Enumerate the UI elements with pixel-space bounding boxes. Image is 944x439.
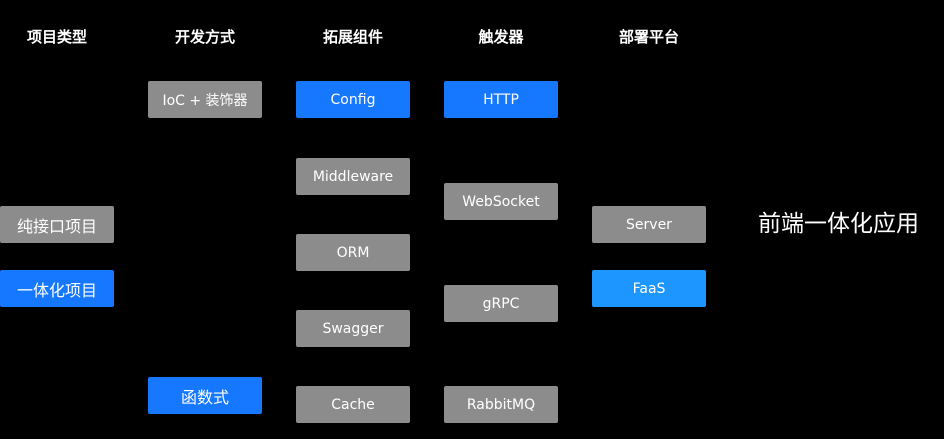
header-dev-style: 开发方式 — [174, 28, 235, 46]
header-extensions: 拓展组件 — [322, 28, 383, 46]
trigger-http: HTTP — [444, 81, 558, 118]
header-project-type: 项目类型 — [26, 28, 87, 46]
platform-faas: FaaS — [592, 270, 706, 307]
dev-style-functional: 函数式 — [148, 377, 262, 414]
extension-cache: Cache — [296, 386, 410, 423]
summary-title: 前端一体化应用 — [758, 211, 919, 237]
dev-style-ioc: IoC + 装饰器 — [148, 81, 262, 118]
project-type-integrated: 一体化项目 — [0, 270, 114, 307]
trigger-rabbitmq: RabbitMQ — [444, 386, 558, 423]
header-triggers: 触发器 — [478, 28, 524, 46]
platform-server: Server — [592, 206, 706, 243]
trigger-websocket: WebSocket — [444, 183, 558, 220]
extension-orm: ORM — [296, 234, 410, 271]
project-type-pure-api: 纯接口项目 — [0, 206, 114, 243]
trigger-grpc: gRPC — [444, 285, 558, 322]
header-platform: 部署平台 — [618, 28, 679, 46]
extension-swagger: Swagger — [296, 310, 410, 347]
extension-config: Config — [296, 81, 410, 118]
extension-middleware: Middleware — [296, 158, 410, 195]
